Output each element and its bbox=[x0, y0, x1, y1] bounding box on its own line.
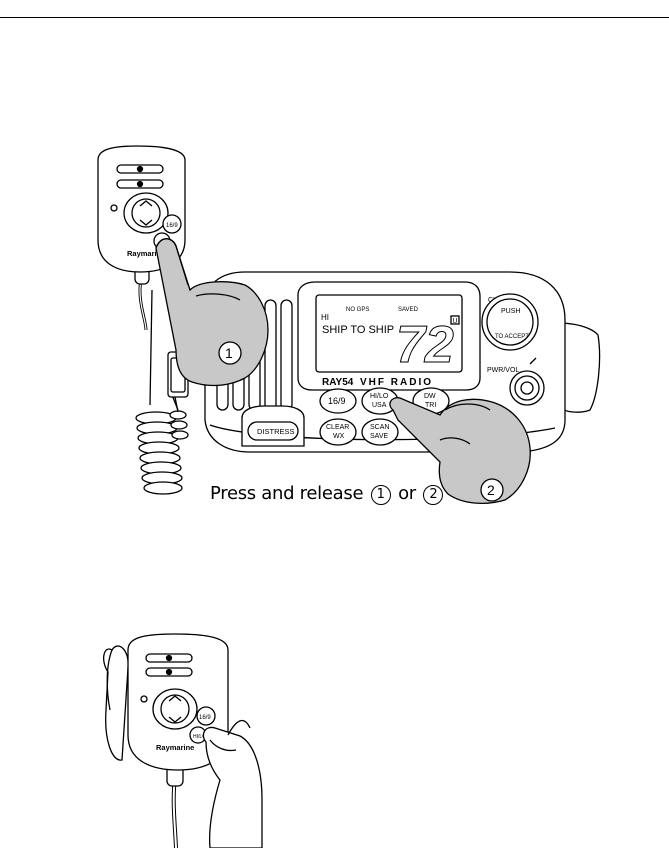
instruction-caption: Press and release 1 or 2 bbox=[210, 483, 445, 505]
scan-label: SCAN bbox=[370, 424, 389, 431]
caption-step-two: 2 bbox=[423, 485, 444, 505]
ch-knob-push-text: PUSH bbox=[501, 308, 520, 315]
caption-prefix: Press and release bbox=[210, 483, 364, 504]
radio-clear-button bbox=[319, 418, 357, 446]
callout-one: 1 bbox=[225, 345, 233, 361]
display-saved-status: SAVED bbox=[398, 307, 419, 313]
caption-or: or bbox=[398, 483, 416, 504]
display-channel-flag: U bbox=[453, 318, 458, 325]
usa-label: USA bbox=[372, 402, 387, 409]
radio-16-9-button bbox=[319, 388, 357, 414]
radio-16-9-label: 16/9 bbox=[328, 396, 346, 406]
handset-held: 16/9 HI/LO Raymarine bbox=[127, 633, 229, 771]
radio-illustration: 16/9 Raymarine NO GPS SAVED HI bbox=[97, 145, 601, 505]
caption-step-one: 1 bbox=[370, 485, 391, 505]
dw-label: DW bbox=[424, 393, 436, 400]
pointing-hand-one: 1 bbox=[155, 238, 269, 387]
held-handset-brand: Raymarine bbox=[156, 743, 194, 752]
callout-two: 2 bbox=[487, 482, 495, 498]
radio-scan-button bbox=[361, 418, 399, 446]
pointing-hand-two: 2 bbox=[389, 397, 531, 505]
tri-label: TRI bbox=[425, 402, 436, 409]
held-handset-key-16-9: 16/9 bbox=[199, 715, 211, 721]
display-gps-status: NO GPS bbox=[346, 307, 369, 313]
handset-microphone: 16/9 Raymarine bbox=[97, 145, 186, 331]
pwr-vol-label: PWR/VOL bbox=[487, 367, 519, 374]
display-channel-number: 72 bbox=[396, 316, 454, 374]
clear-label: CLEAR bbox=[326, 424, 349, 431]
model-label: RAY54 bbox=[322, 377, 354, 388]
distress-button bbox=[247, 421, 299, 441]
hilo-label: HI/LO bbox=[370, 393, 389, 400]
coiled-cord bbox=[135, 289, 189, 495]
header-rule bbox=[0, 17, 669, 18]
display-hi-indicator: HI bbox=[321, 313, 329, 322]
distress-label: DISTRESS bbox=[257, 427, 295, 436]
model-suffix-label: VHF RADIO bbox=[360, 377, 433, 388]
handset-key-16-9: 16/9 bbox=[166, 223, 178, 229]
ch-knob-accept-text: TO ACCEPT bbox=[495, 334, 529, 340]
held-handset-key-hilo: HI/LO bbox=[193, 734, 206, 740]
save-label: SAVE bbox=[370, 433, 388, 440]
display-channel-name: SHIP TO SHIP bbox=[322, 324, 394, 336]
handset-brand: Raymarine bbox=[127, 249, 165, 258]
wx-label: WX bbox=[333, 433, 345, 440]
